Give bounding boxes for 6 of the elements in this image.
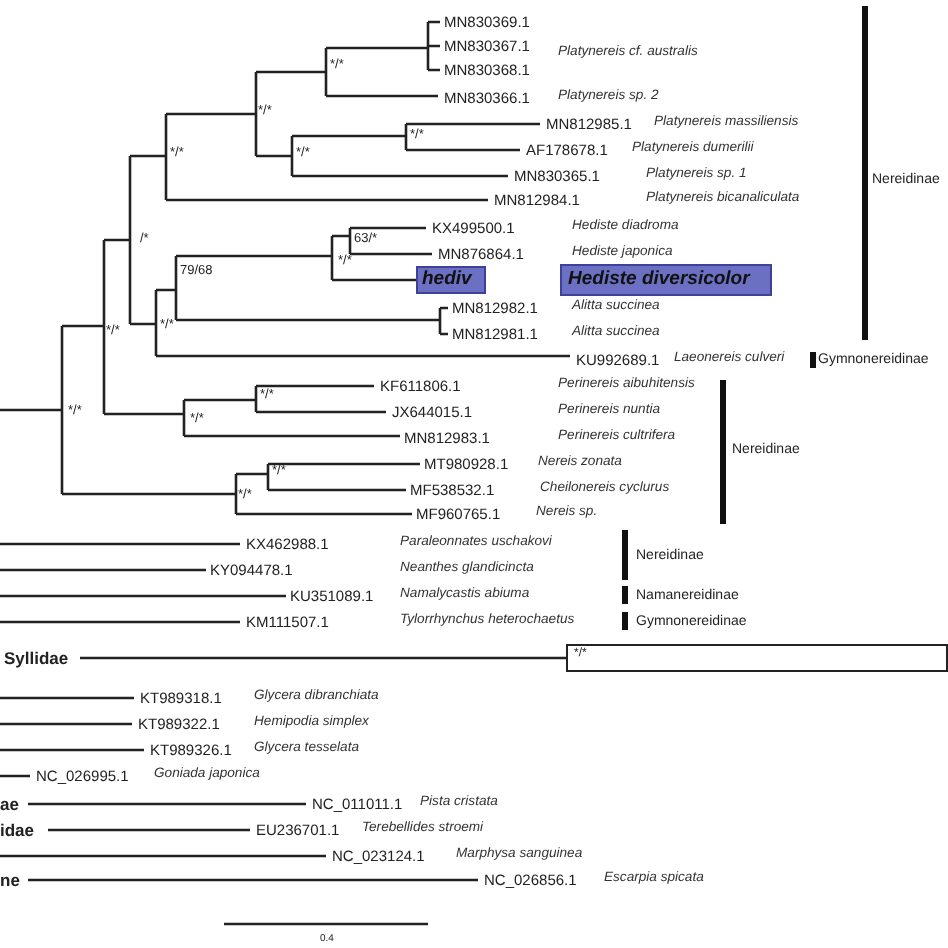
clade-label: idae	[0, 821, 35, 839]
clade-label: ae	[0, 795, 19, 813]
clade-label: Syllidae	[4, 649, 69, 667]
highlight-box: Hediste diversicolor	[560, 264, 772, 296]
clade-label: ne	[0, 871, 20, 889]
highlight-box: hediv	[416, 266, 486, 294]
